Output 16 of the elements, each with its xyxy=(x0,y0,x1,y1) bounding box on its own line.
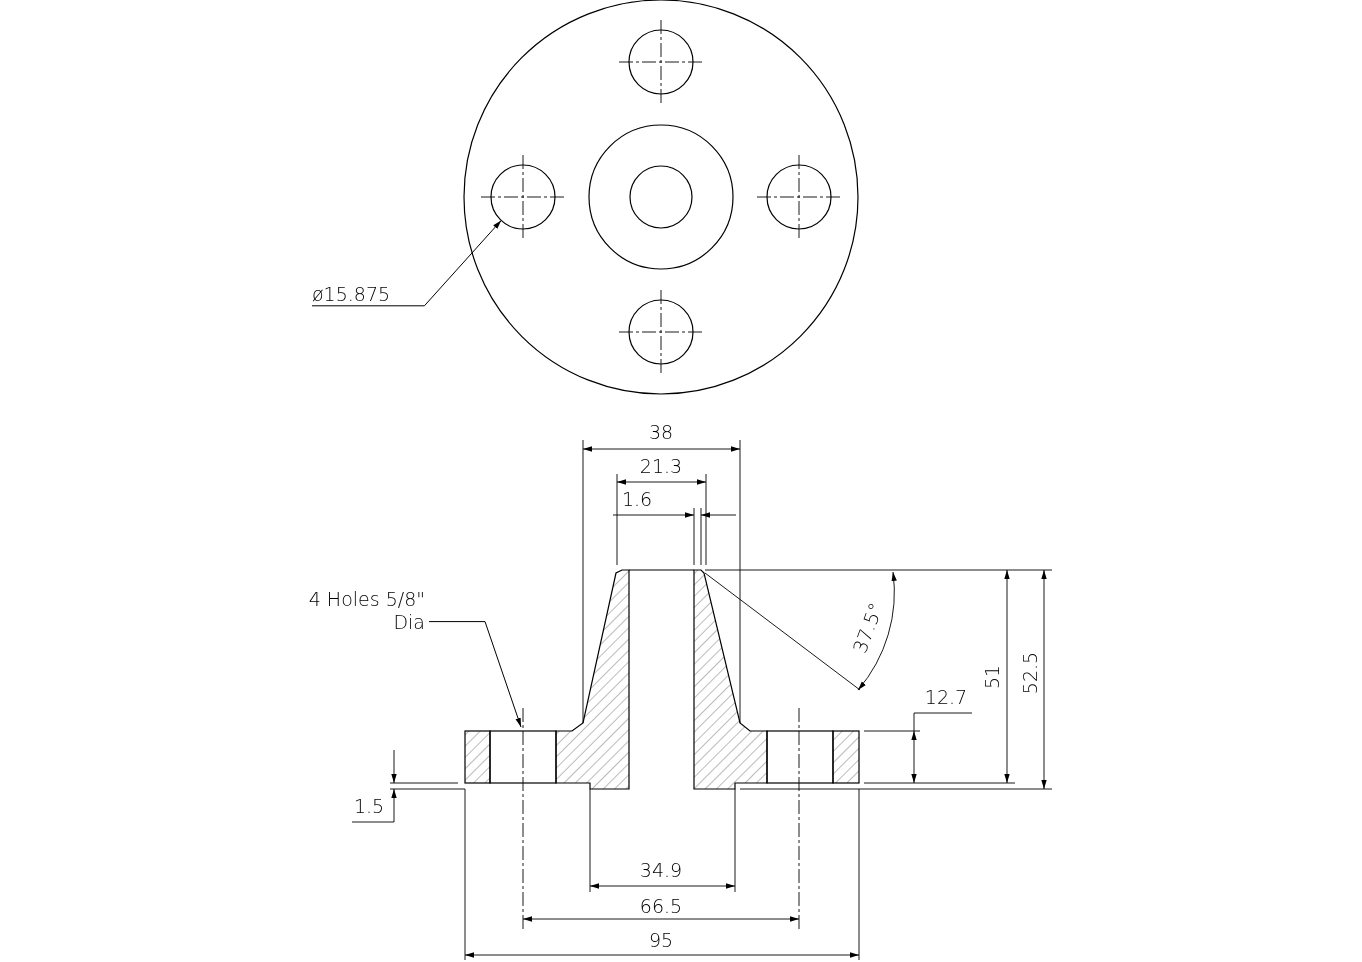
callout-text: 4 Holes 5/8" Dia xyxy=(300,588,425,634)
dimension-label: 12.7 xyxy=(924,685,968,709)
dimension-label: 38 xyxy=(648,420,674,444)
dimension-label: 21.3 xyxy=(639,454,683,478)
dimension-label: 66.5 xyxy=(639,894,683,918)
dimension-label: 95 xyxy=(648,928,674,952)
dimension-label: 34.9 xyxy=(639,858,683,882)
callout-text: ø15.875 xyxy=(312,283,418,306)
leader-line xyxy=(311,219,502,307)
dimension-label: 51 xyxy=(980,664,1004,690)
dimension-label: 52.5 xyxy=(1018,651,1042,695)
dimension-label: 37.5° xyxy=(848,599,888,657)
dimension-label: 1.5 xyxy=(353,794,385,818)
bolt-hole-circle xyxy=(490,164,556,230)
leader-line xyxy=(428,621,522,728)
dimension-label: 1.6 xyxy=(621,487,653,511)
